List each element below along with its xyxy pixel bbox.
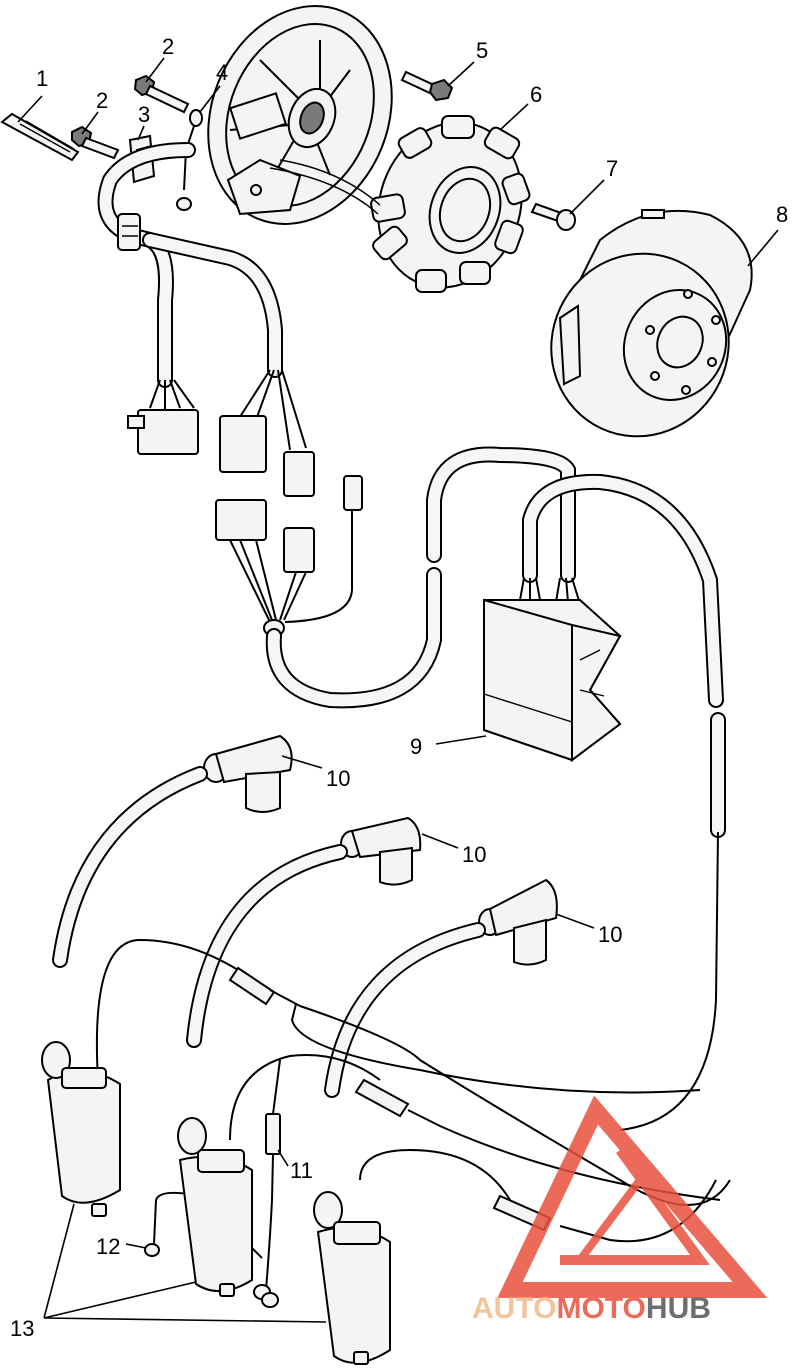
cdi-module <box>483 577 622 762</box>
spark-plug-cap-2 <box>340 816 422 886</box>
stator-coils <box>370 115 531 293</box>
callout-10-second: 10 <box>462 842 486 867</box>
cdi-harness <box>265 446 726 1131</box>
callout-10-first: 10 <box>326 766 350 791</box>
callout-2-lower: 2 <box>96 88 108 113</box>
stator-screw-7 <box>530 202 576 231</box>
stator-coil-assembly <box>269 115 531 293</box>
cable-tie <box>0 112 80 162</box>
ignition-coil-2 <box>177 1117 253 1297</box>
watermark-triangle-logo <box>497 1095 768 1298</box>
spark-plug-cap-3 <box>478 878 558 966</box>
callout-8: 8 <box>776 202 788 227</box>
automotohub-watermark: AUTOMOTOHUB <box>472 1095 768 1325</box>
mating-connector-assembly <box>215 475 363 637</box>
flywheel-bolt-holes <box>645 289 721 395</box>
stator-connector-right <box>219 369 315 497</box>
stator-plate <box>207 5 393 225</box>
callout-3: 3 <box>138 102 150 127</box>
callout-12: 12 <box>96 1234 120 1259</box>
callout-4: 4 <box>216 60 228 85</box>
callout-10-third: 10 <box>598 922 622 947</box>
callout-labels: 1 2 2 3 4 5 6 7 8 9 10 10 10 11 12 13 <box>10 34 788 1341</box>
inline-connector <box>265 1059 281 1291</box>
callout-7: 7 <box>606 156 618 181</box>
callout-1: 1 <box>36 66 48 91</box>
callout-9: 9 <box>410 734 422 759</box>
ht-leads <box>52 766 486 1098</box>
screw-lower <box>71 125 120 160</box>
ignition-coil-1 <box>41 1041 121 1217</box>
callout-5: 5 <box>476 38 488 63</box>
ground-terminal-lead <box>176 109 203 211</box>
ignition-coil-3 <box>313 1191 391 1365</box>
stator-harness <box>97 142 283 388</box>
stator-screw-5 <box>400 70 454 102</box>
callout-11: 11 <box>290 1158 313 1183</box>
flywheel <box>550 209 753 438</box>
watermark-hub: HUB <box>646 1292 711 1325</box>
stator-connector-left <box>127 379 199 455</box>
callout-leaders <box>17 57 779 1323</box>
watermark-moto: MOTO <box>556 1292 645 1325</box>
watermark-text: AUTOMOTOHUB <box>472 1292 711 1325</box>
callout-2-upper: 2 <box>162 34 174 59</box>
callout-13: 13 <box>10 1316 34 1341</box>
callout-6: 6 <box>530 82 542 107</box>
spark-plug-cap-1 <box>203 734 293 813</box>
watermark-auto: AUTO <box>472 1292 556 1325</box>
screw-upper <box>133 74 190 114</box>
